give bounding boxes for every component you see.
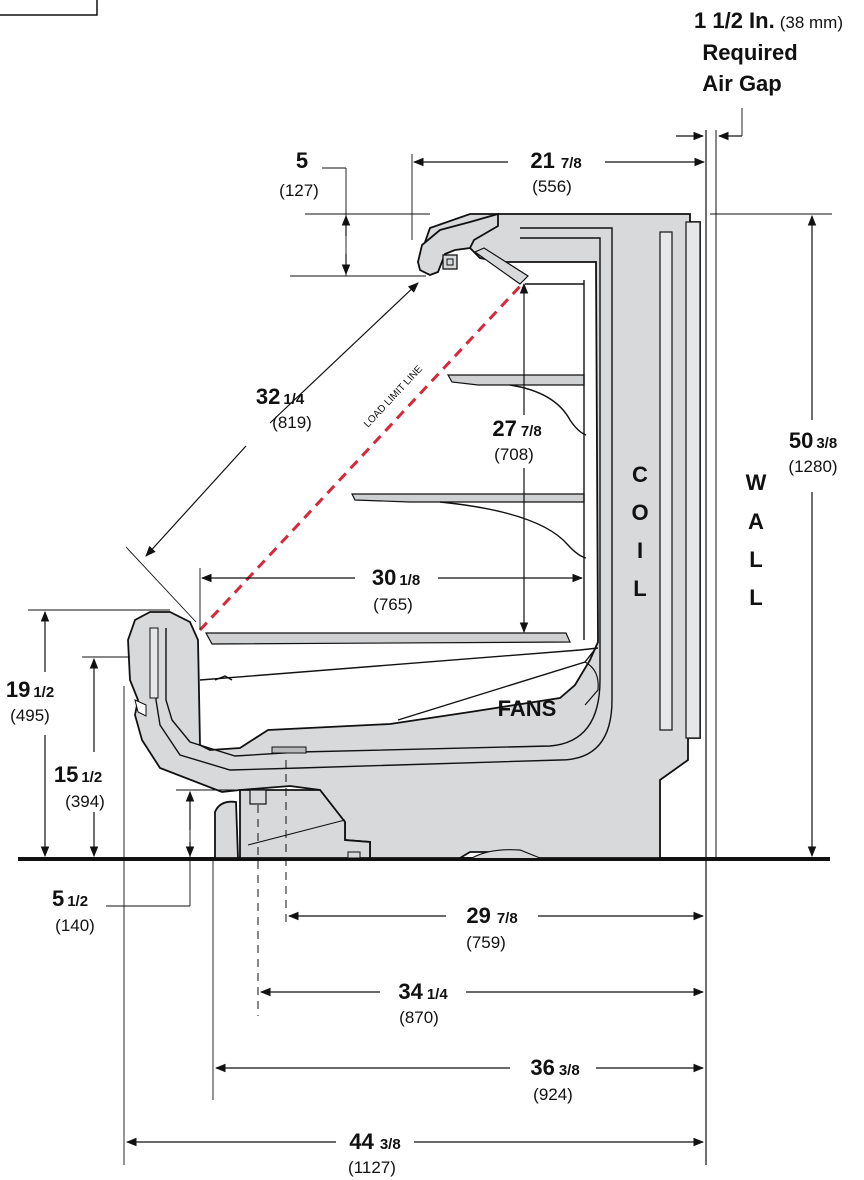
- svg-text:L: L: [633, 576, 646, 601]
- air-gap-line3: Air Gap: [702, 71, 781, 96]
- leveling-foot: [249, 789, 267, 805]
- svg-text:O: O: [631, 500, 648, 525]
- dim-front-height-mm: (495): [10, 706, 50, 725]
- dim-depth-2-mm: (870): [399, 1008, 439, 1027]
- dim-leg-height-mm: (140): [55, 916, 95, 935]
- dim-height-total-mm: (1280): [788, 457, 837, 476]
- canopy-light: [442, 254, 458, 270]
- canopy: [417, 212, 499, 276]
- dim-load-height-mm: (708): [494, 445, 534, 464]
- dim-depth-total-mm: (1127): [348, 1158, 396, 1177]
- front-leg: [214, 800, 239, 859]
- front-inner-rail: [149, 627, 159, 699]
- dim-diagonal-mm: (819): [272, 413, 312, 432]
- svg-text:L: L: [749, 585, 762, 610]
- dim-top-gap: 5: [296, 148, 308, 173]
- coil-panel: [659, 231, 673, 731]
- air-gap-line2: Required: [702, 40, 797, 65]
- shelf-middle: [351, 493, 585, 503]
- case-outer-shell: [127, 213, 701, 859]
- front-bumper: [134, 699, 147, 717]
- svg-text:A: A: [748, 509, 764, 534]
- svg-text:C: C: [632, 462, 648, 487]
- air-duct-channel-inner: [165, 237, 601, 757]
- dim-top-gap-mm: (127): [279, 181, 319, 200]
- canopy-baffle: [473, 247, 529, 285]
- rear-duct-wall: [685, 221, 701, 739]
- dim-top-depth-mm: (556): [532, 177, 572, 196]
- fans-label: FANS: [498, 696, 557, 721]
- shelf-bottom: [204, 632, 571, 645]
- wall-label: W A L L: [746, 470, 767, 610]
- title-box-corner: [0, 0, 98, 16]
- dim-depth-3-mm: (924): [533, 1085, 573, 1104]
- case-body: [127, 212, 701, 859]
- load-limit-label: LOAD LIMIT LINE: [362, 364, 425, 431]
- shelf-top: [446, 374, 585, 386]
- dim-depth-1-mm: (759): [466, 933, 506, 952]
- dim-bottom-shelf-mm: (765): [373, 595, 413, 614]
- svg-text:I: I: [637, 538, 643, 563]
- dim-inner-height-mm: (394): [65, 792, 105, 811]
- air-gap-value: 1 1/2 In.(38 mm): [694, 8, 843, 33]
- air-duct-channel: [155, 227, 613, 771]
- coil-label: C O I L: [631, 462, 648, 601]
- svg-text:L: L: [749, 547, 762, 572]
- base-frame: [239, 789, 371, 859]
- load-limit-line: [198, 280, 526, 632]
- svg-text:W: W: [746, 470, 767, 495]
- drain-marker: [271, 746, 307, 754]
